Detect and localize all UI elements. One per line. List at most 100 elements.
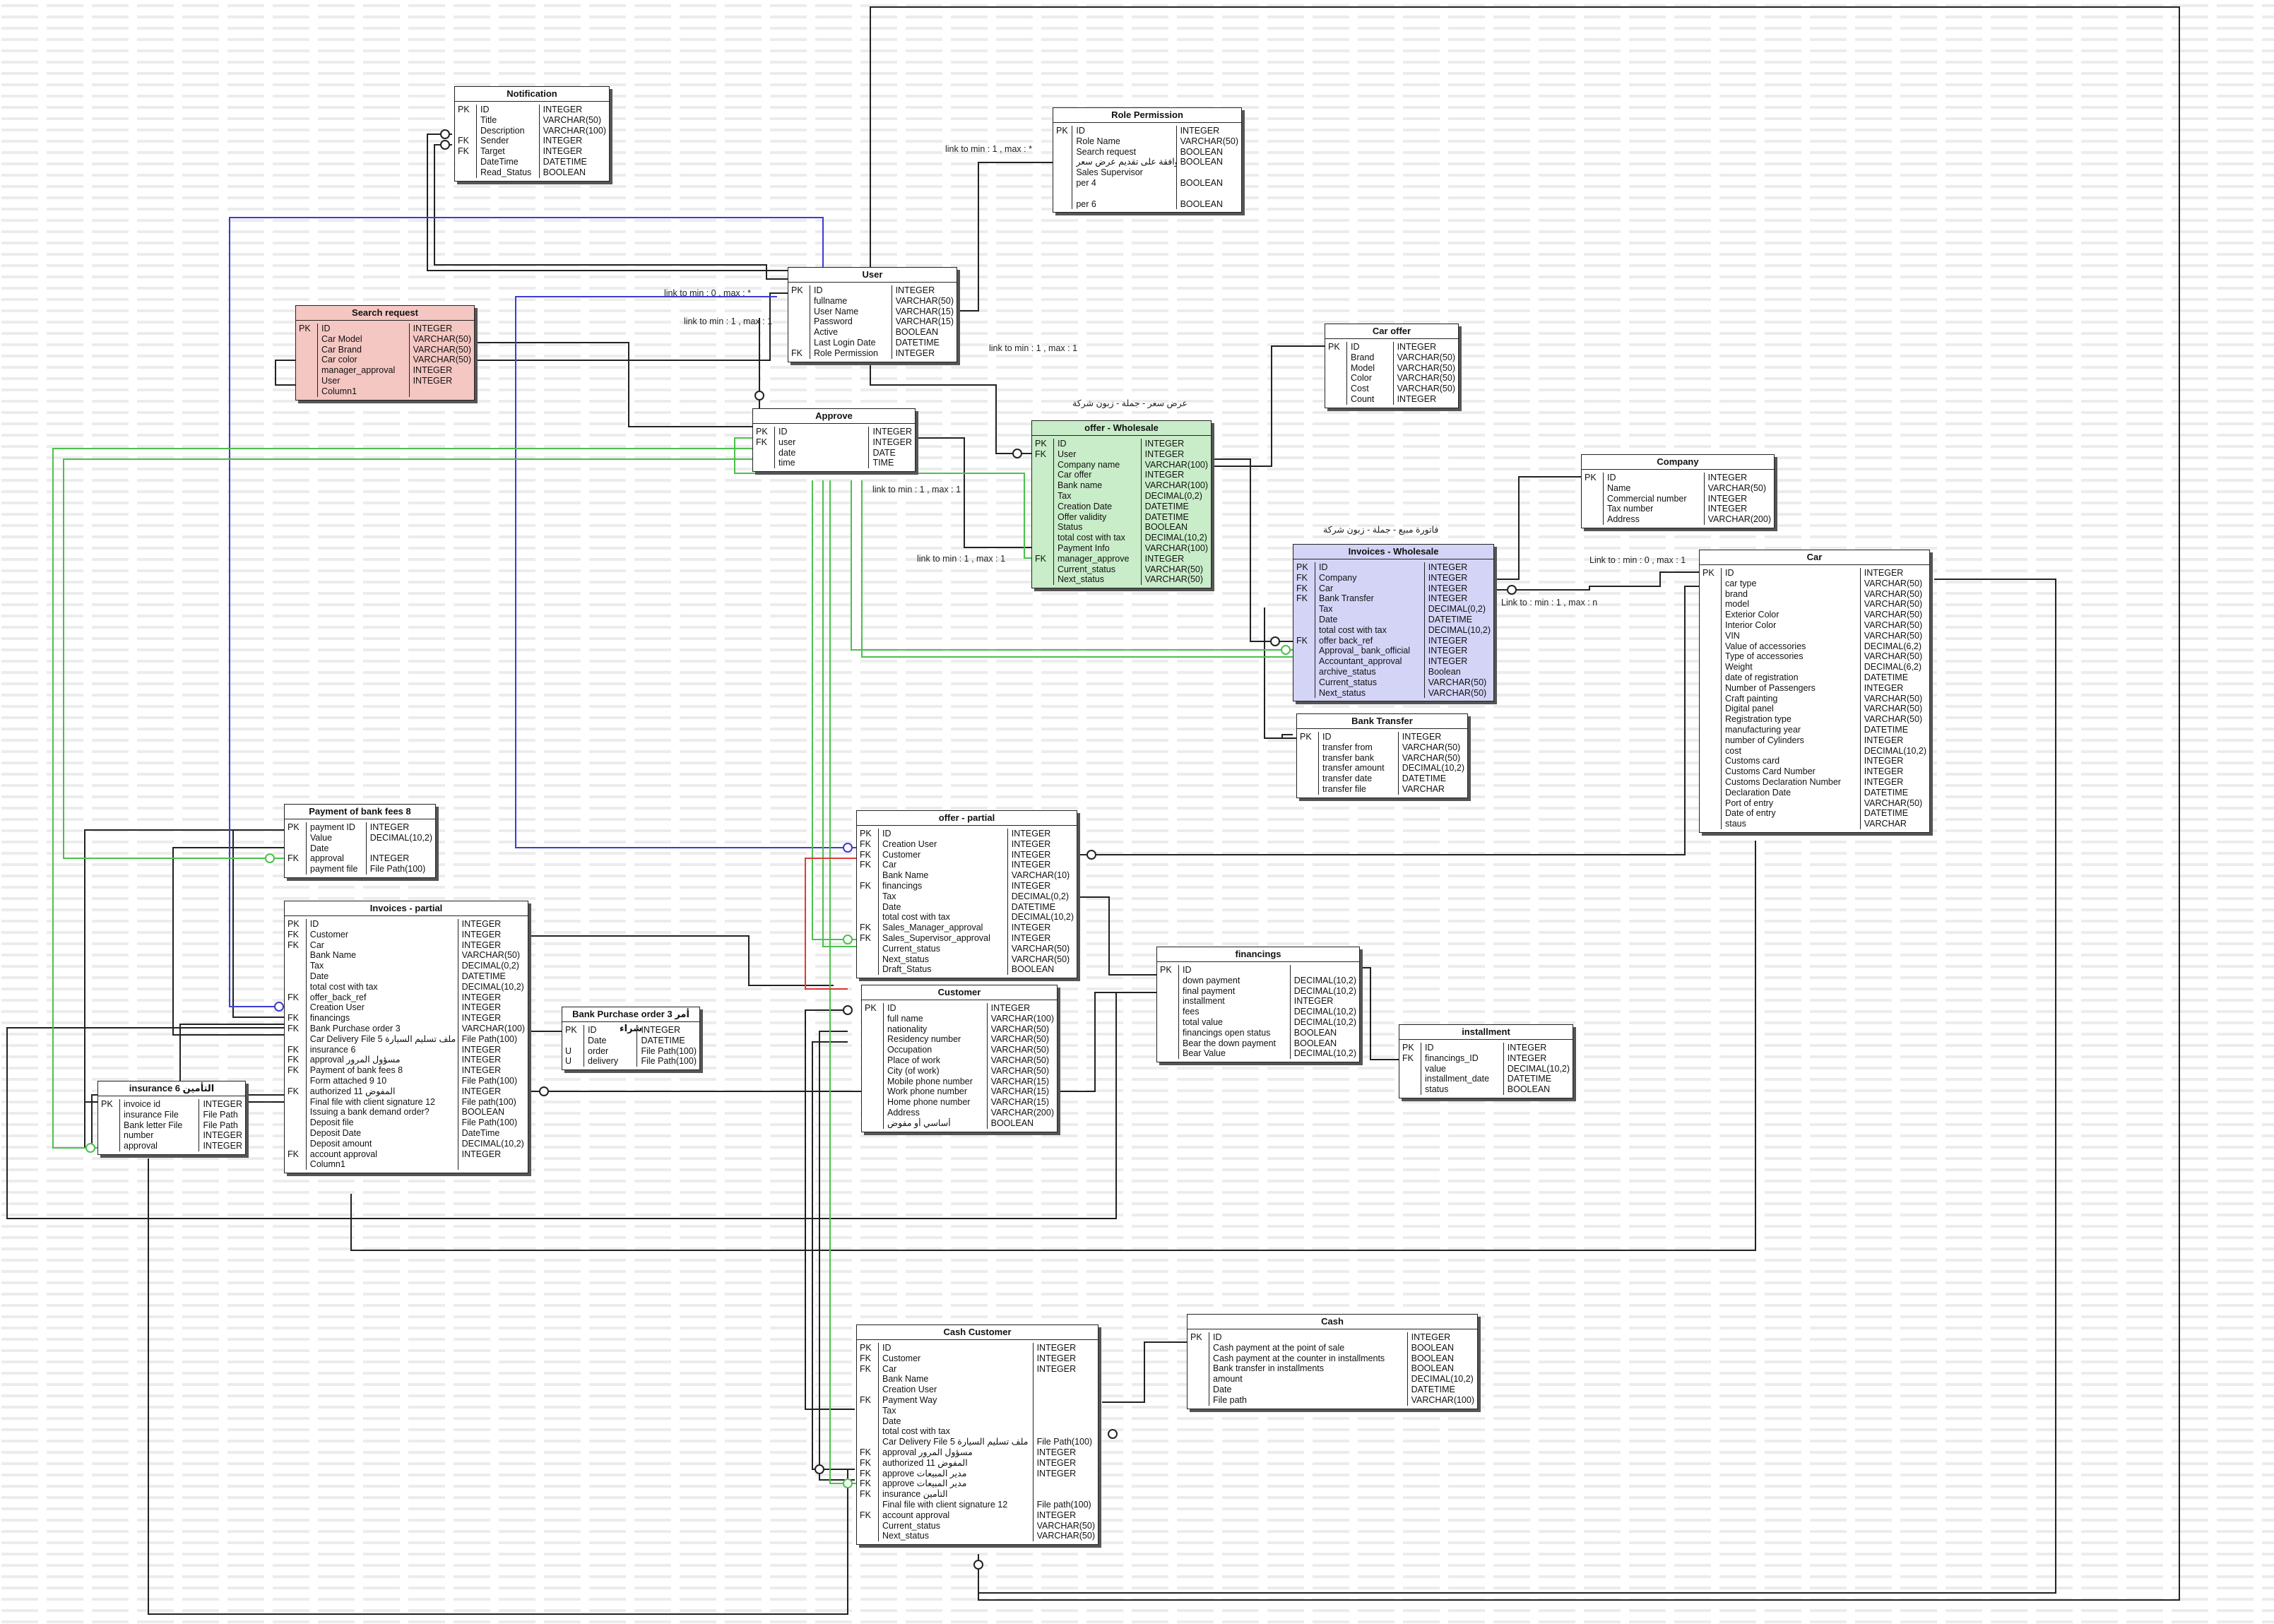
- field-key: FK: [860, 1353, 871, 1363]
- field-name: status: [1425, 1084, 1449, 1095]
- field-type: VARCHAR: [1864, 819, 1907, 829]
- field-name: أساسي أو مفوض: [887, 1118, 951, 1128]
- field-key: [1035, 543, 1053, 554]
- line-approve-offer-partial: [812, 480, 856, 940]
- field-key: [1585, 483, 1603, 494]
- field-type: DECIMAL(6,2): [1864, 641, 1922, 651]
- field-key: FK: [860, 1478, 871, 1489]
- field-type: VARCHAR(50): [1864, 651, 1923, 662]
- field-name: total cost with tax: [882, 912, 950, 923]
- field-name: Status: [1058, 522, 1083, 533]
- field-key: [1702, 766, 1721, 777]
- field-key: [288, 1107, 306, 1118]
- field-type: [1294, 965, 1356, 976]
- field-type: VARCHAR(15): [895, 316, 954, 327]
- field-name: Date: [309, 971, 329, 981]
- field-name: ID: [1183, 965, 1192, 975]
- field-type: DATETIME: [1864, 808, 1909, 819]
- field-key: [1328, 373, 1346, 384]
- field-type: BOOLEAN: [1411, 1342, 1455, 1353]
- field-key: [1702, 651, 1721, 662]
- field-name: ID: [1058, 439, 1067, 449]
- field-name: financings: [309, 1013, 350, 1024]
- field-type: BOOLEAN: [1293, 1038, 1337, 1048]
- field-key: [1160, 1007, 1178, 1017]
- entity-title: Search request: [296, 306, 474, 321]
- entity-title: offer - partial: [857, 811, 1077, 826]
- field-type: [462, 1159, 525, 1170]
- field-type: INTEGER: [461, 1044, 502, 1055]
- field-name: Tax: [882, 1405, 896, 1416]
- field-name: Tax: [882, 891, 896, 901]
- field-type: INTEGER: [461, 1002, 502, 1013]
- field-name: Value: [310, 832, 333, 843]
- field-type: [1037, 1489, 1095, 1500]
- field-key: [1160, 996, 1178, 1007]
- field-type: VARCHAR(100): [461, 1023, 525, 1033]
- field-type: INTEGER: [1428, 572, 1468, 583]
- field-key: [565, 1036, 584, 1046]
- field-type: DATETIME: [641, 1035, 685, 1045]
- field-key: [791, 307, 810, 317]
- field-key: [1702, 777, 1721, 788]
- field-type: INTEGER: [1036, 1363, 1077, 1374]
- field-name: approval: [124, 1141, 158, 1151]
- field-type: TIME: [872, 458, 894, 468]
- field-type: DECIMAL(10,2): [369, 832, 432, 843]
- field-key: [791, 327, 810, 338]
- field-key: [1702, 610, 1721, 620]
- entity-title: Approve: [753, 409, 915, 424]
- field-key: [1190, 1343, 1209, 1353]
- field-key: [288, 1128, 306, 1139]
- field-name: ID: [588, 1025, 597, 1035]
- field-name: ID: [1425, 1043, 1434, 1053]
- marker-user-offer: [1012, 449, 1022, 458]
- field-key: [458, 157, 476, 167]
- field-type: VARCHAR(50): [1036, 1531, 1095, 1541]
- field-key: [1296, 677, 1315, 688]
- field-type: VARCHAR(200): [990, 1107, 1054, 1118]
- field-name: transfer from: [1322, 742, 1373, 752]
- field-type: BOOLEAN: [895, 327, 939, 338]
- field-name: approval: [310, 853, 344, 864]
- entity-title: insurance 6 التأمين: [98, 1081, 245, 1096]
- field-key: FK: [288, 940, 299, 950]
- field-type: VARCHAR(50): [1864, 578, 1923, 588]
- field-type: DECIMAL(10,2): [1144, 533, 1207, 543]
- field-key: [1300, 763, 1318, 774]
- field-key: [101, 1141, 119, 1151]
- field-key: FK: [860, 860, 871, 870]
- field-type: VARCHAR(50): [461, 950, 521, 961]
- marker-blue-offer: [843, 843, 853, 853]
- key-column: PK: [1325, 342, 1347, 405]
